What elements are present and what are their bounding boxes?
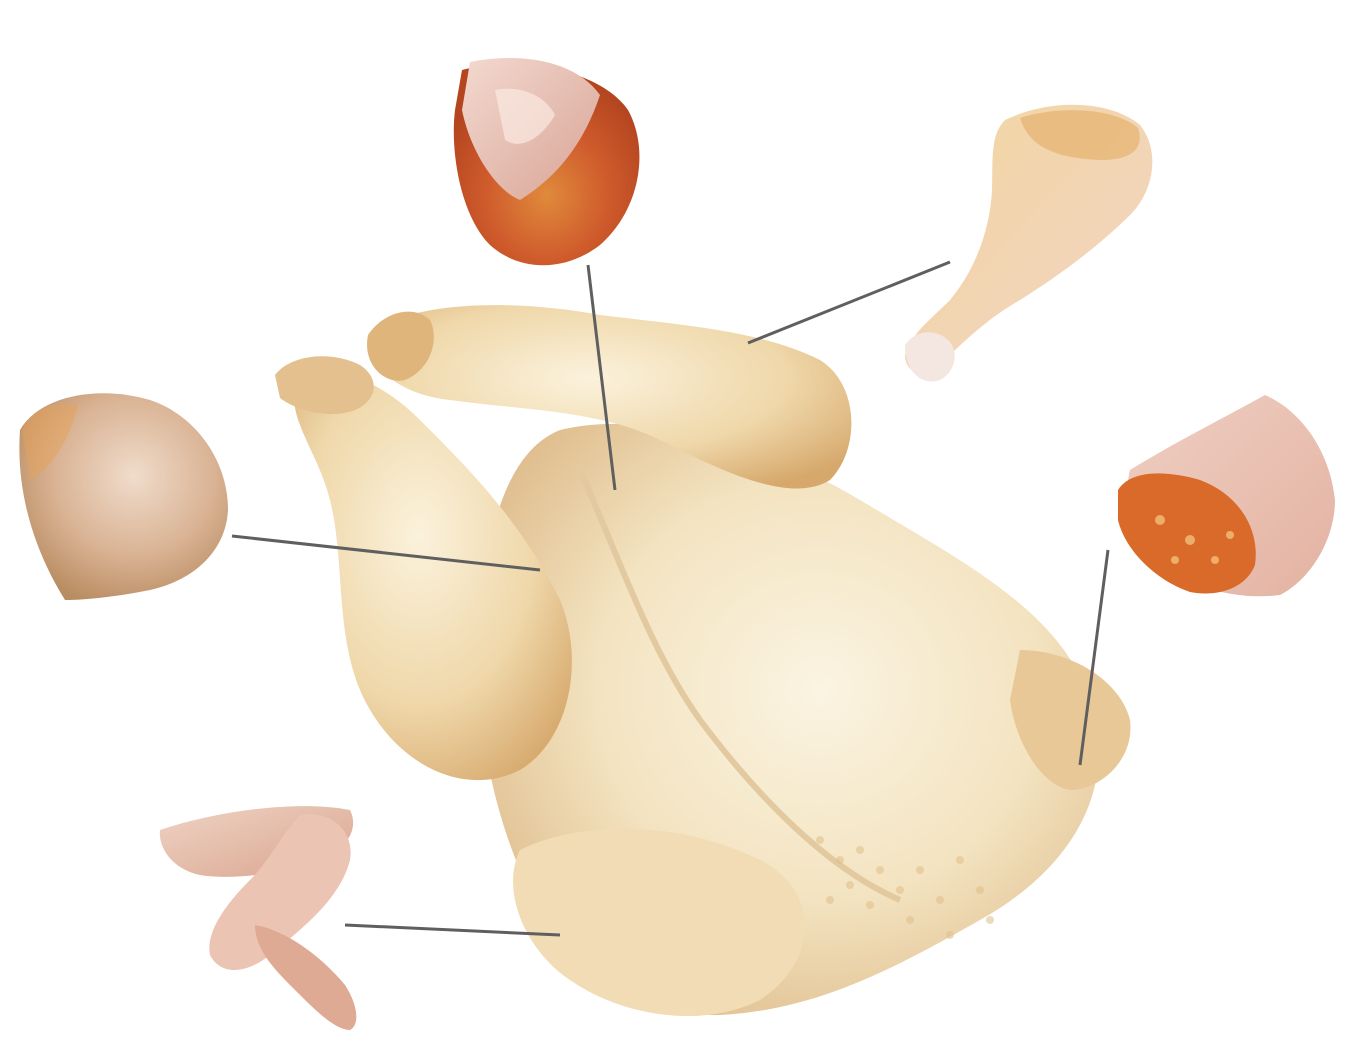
back-piece bbox=[1118, 395, 1335, 596]
chicken-left-leg bbox=[294, 372, 572, 780]
chicken-leg-knuckle bbox=[275, 356, 374, 414]
wing-piece bbox=[160, 806, 356, 1030]
thigh-piece bbox=[19, 393, 228, 600]
breast-piece bbox=[454, 58, 640, 265]
whole-chicken bbox=[275, 305, 1130, 1016]
drumstick-knuckle bbox=[905, 332, 955, 381]
drumstick-piece bbox=[905, 105, 1152, 382]
wing-tip bbox=[255, 925, 356, 1030]
